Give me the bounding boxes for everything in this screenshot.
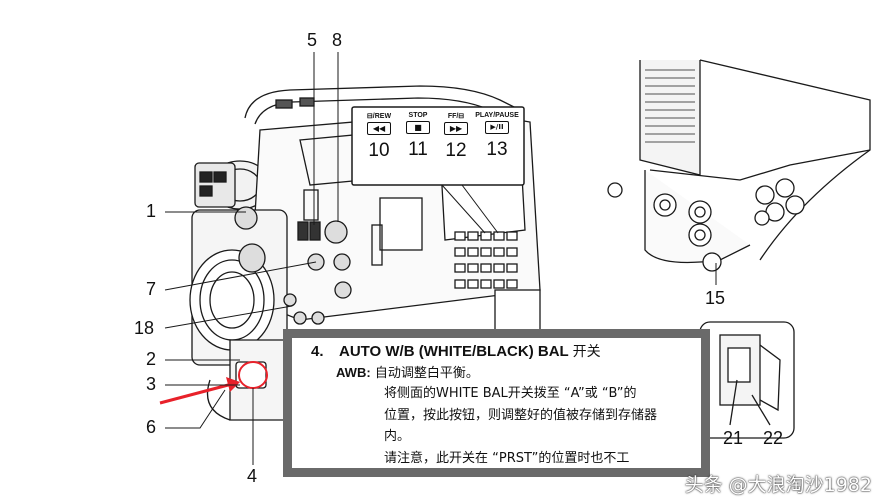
side-view-drawing xyxy=(607,59,871,272)
callout-10: 10 xyxy=(368,140,390,161)
popup-title-en: AUTO W/B (WHITE/BLACK) BAL xyxy=(339,343,569,360)
callout-21: 21 xyxy=(723,428,744,448)
callout-3: 3 xyxy=(146,374,157,394)
popup-line-5: 作。 xyxy=(384,468,410,477)
callout-18: 18 xyxy=(134,318,155,338)
popup-subheading: AWB: 自动调整白平衡。 xyxy=(336,362,479,381)
vtr-play-label: PLAY/PAUSE xyxy=(475,112,519,119)
vtr-button-ff: FF/⊟ ▶▶ 12 xyxy=(438,112,474,162)
callout-8: 8 xyxy=(332,30,343,50)
popup-line-4: 请注意，此开关在 “PRST”的位置时也不工 xyxy=(384,451,630,466)
callout-15: 15 xyxy=(705,288,726,308)
vtr-button-rew: ⊟/REW ◀◀ 10 xyxy=(360,112,398,162)
callout-6: 6 xyxy=(146,417,157,437)
callout-4: 4 xyxy=(247,466,258,486)
callout-11: 11 xyxy=(408,139,428,160)
vtr-button-stop: STOP ■ 11 xyxy=(400,112,436,161)
vtr-buttons: ⊟/REW ◀◀ 10 STOP ■ 11 FF/⊟ ▶▶ 12 PLAY/PA… xyxy=(360,112,520,182)
fast-forward-icon: ▶▶ xyxy=(444,122,468,135)
callout-7: 7 xyxy=(146,279,157,299)
popup-title: 4. AUTO W/B (WHITE/BLACK) BAL 开关 xyxy=(311,341,601,361)
vtr-button-panel xyxy=(351,106,525,234)
callout-5: 5 xyxy=(307,30,318,50)
rewind-icon: ◀◀ xyxy=(367,122,391,135)
popup-title-cn: 开关 xyxy=(572,344,601,360)
callout-22: 22 xyxy=(763,428,784,448)
popup-sub-text: 自动调整白平衡。 xyxy=(374,366,479,381)
vtr-button-play: PLAY/PAUSE ▶/II 13 xyxy=(474,112,520,161)
play-pause-icon: ▶/II xyxy=(485,121,509,134)
callout-1: 1 xyxy=(146,201,157,221)
popup-line-1: 将侧面的WHITE BAL开关拨至 “A”或 “B”的 xyxy=(384,386,637,401)
popup-item-number: 4. xyxy=(311,343,324,360)
callout-12: 12 xyxy=(445,140,467,161)
manual-popup: 4. AUTO W/B (WHITE/BLACK) BAL 开关 AWB: 自动调… xyxy=(283,329,710,477)
callout-13: 13 xyxy=(486,139,508,160)
watermark: 头条 @大浪淘沙1982 xyxy=(684,474,872,496)
vtr-rew-label: ⊟/REW xyxy=(366,113,392,120)
stop-icon: ■ xyxy=(406,121,430,134)
vtr-ff-label: FF/⊟ xyxy=(447,113,465,120)
vtr-stop-label: STOP xyxy=(408,112,428,119)
inset-drawing xyxy=(699,321,795,439)
popup-line-2: 位置，按此按钮，则调整好的值被存储到存储器 xyxy=(384,408,658,423)
popup-sub-label: AWB: xyxy=(336,365,371,380)
callout-2: 2 xyxy=(146,349,157,369)
callout-leaders xyxy=(164,52,717,465)
popup-line-3: 内。 xyxy=(384,429,411,444)
